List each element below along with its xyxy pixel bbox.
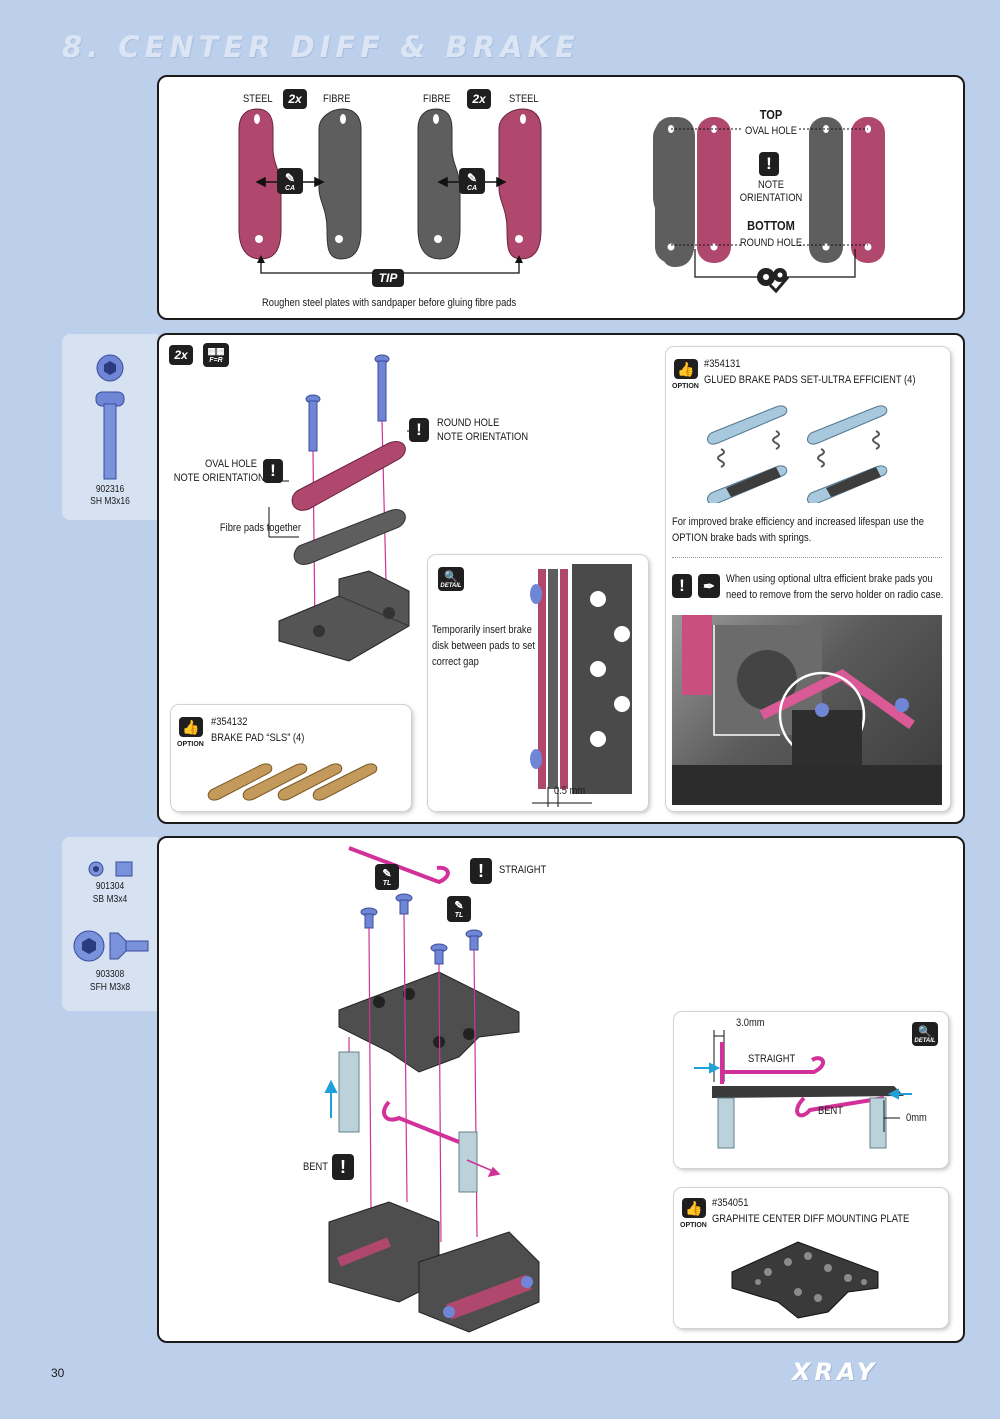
gap-detail-illustration bbox=[530, 564, 632, 807]
hobby-knife-icon: ✒ bbox=[698, 574, 720, 598]
warning-icon: ! bbox=[332, 1154, 354, 1180]
gap-dimension: 0.5 mm bbox=[554, 785, 586, 797]
detail-box-wire: 🔍DETAIL 3.0mm STRAIGHT BENT 0mm bbox=[674, 1012, 948, 1168]
qty-2x-icon: 2x bbox=[283, 89, 307, 109]
option-label: OPTION bbox=[177, 741, 204, 748]
step3-panel: ✎TL ✎TL ! STRAIGHT BENT ! 🔍DETAIL 3.0mm … bbox=[157, 836, 965, 1343]
qty-2x-icon: 2x bbox=[169, 345, 193, 365]
zero-gap-label: 0mm bbox=[906, 1112, 927, 1124]
option-label: OPTION bbox=[680, 1222, 707, 1229]
section-title: 8. CENTER DIFF & BRAKE bbox=[62, 30, 580, 64]
bent-label: BENT bbox=[818, 1105, 843, 1117]
option-code: #354051 bbox=[712, 1197, 749, 1209]
part-desc: SB M3x4 bbox=[92, 894, 128, 905]
fibre-together-label: Fibre pads together bbox=[219, 522, 301, 534]
tip-text: Roughen steel plates with sandpaper befo… bbox=[262, 297, 517, 309]
option-box-brake-pad-sls: 👍 OPTION #354132 BRAKE PAD “SLS” (4) bbox=[171, 705, 411, 811]
warning-icon: ! bbox=[672, 574, 692, 598]
top-label: TOP bbox=[759, 107, 783, 122]
warning-icon: ! bbox=[470, 858, 492, 884]
step2-parts-box: 902316 SH M3x16 bbox=[62, 334, 158, 520]
orientation-label: ORIENTATION bbox=[739, 192, 803, 204]
straight-label: STRAIGHT bbox=[748, 1053, 796, 1065]
option-name: GRAPHITE CENTER DIFF MOUNTING PLATE bbox=[712, 1213, 910, 1225]
part-code: 903308 bbox=[95, 969, 125, 980]
warning-icon: ! bbox=[409, 418, 429, 442]
label-steel-left: STEEL bbox=[243, 93, 273, 105]
detail-text: correct gap bbox=[432, 656, 479, 668]
label-fibre-left: FIBRE bbox=[323, 93, 351, 105]
part-desc: SFH M3x8 bbox=[89, 982, 131, 993]
note-label: NOTE bbox=[758, 179, 784, 191]
detail-box-gap: 🔍DETAIL Temporarily insert brake disk be… bbox=[428, 555, 648, 811]
magnifier-detail-icon: 🔍DETAIL bbox=[438, 567, 464, 591]
bent-label: BENT bbox=[303, 1161, 328, 1173]
glued-pads-illustration bbox=[707, 405, 888, 503]
thumbs-up-icon: 👍 bbox=[682, 1198, 706, 1218]
servo-holder-photo bbox=[672, 615, 942, 805]
step3-parts-box: 901304 SB M3x4 903308 SFH M3x8 bbox=[62, 837, 158, 1011]
brake-assembly-illustration bbox=[268, 354, 429, 662]
threadlock-icon: ✎TL bbox=[375, 864, 399, 890]
option-text: For improved brake efficiency and increa… bbox=[672, 516, 924, 528]
steel-pad-left bbox=[238, 108, 282, 260]
part-code: 901304 bbox=[95, 881, 125, 892]
note-orientation-label: NOTE ORIENTATION bbox=[173, 472, 265, 484]
label-steel-right: STEEL bbox=[509, 93, 539, 105]
option-text: OPTION brake bads with springs. bbox=[672, 532, 812, 544]
step2-panel: 2x ▦▦F=R ! ROUND HOLE NOTE ORIENTATION O… bbox=[157, 333, 965, 824]
brand-logo: XRAY bbox=[792, 1358, 879, 1386]
round-hole-label: ROUND HOLE bbox=[739, 237, 803, 249]
divider bbox=[672, 557, 942, 558]
note-orientation-label: NOTE ORIENTATION bbox=[437, 431, 529, 443]
option-code: #354131 bbox=[704, 358, 741, 370]
tip-badge: TIP bbox=[372, 269, 404, 287]
label-fibre-right: FIBRE bbox=[423, 93, 451, 105]
wire-detail-illustration bbox=[694, 1030, 912, 1149]
part-desc: SH M3x16 bbox=[90, 496, 130, 507]
option-name: BRAKE PAD “SLS” (4) bbox=[211, 732, 305, 744]
page-number: 30 bbox=[51, 1366, 65, 1380]
screw-sh-m3x16-icon bbox=[95, 354, 125, 480]
ca-glue-icon: ✎CA bbox=[277, 168, 303, 194]
oval-hole-label: OVAL HOLE bbox=[745, 125, 797, 137]
option-box-glued-pads: 👍 OPTION #354131 GLUED BRAKE PADS SET-UL… bbox=[666, 347, 950, 811]
part-code: 902316 bbox=[95, 484, 125, 495]
qty-2x-icon: 2x bbox=[467, 89, 491, 109]
dimension-label: 3.0mm bbox=[736, 1017, 765, 1029]
detail-text: disk between pads to set bbox=[432, 640, 535, 652]
warning-icon: ! bbox=[759, 152, 779, 176]
straight-label: STRAIGHT bbox=[499, 864, 547, 876]
graphite-plate-illustration bbox=[731, 1241, 879, 1319]
assembled-pads bbox=[653, 117, 885, 278]
detail-text: Temporarily insert brake bbox=[432, 624, 532, 636]
threadlock-icon: ✎TL bbox=[447, 896, 471, 922]
magnifier-detail-icon: 🔍DETAIL bbox=[912, 1022, 938, 1046]
screw-sfh-m3x8-icon bbox=[73, 930, 149, 962]
front-equals-rear-icon: ▦▦F=R bbox=[203, 343, 229, 367]
fibre-pad-right bbox=[417, 108, 461, 260]
step1-panel: STEEL 2x FIBRE FIBRE 2x STEEL ✎CA ✎CA TI… bbox=[157, 75, 965, 320]
thumbs-up-icon: 👍 bbox=[674, 359, 698, 379]
thumbs-up-icon: 👍 bbox=[179, 717, 203, 737]
fibre-pad-left bbox=[318, 108, 362, 260]
bottom-label: BOTTOM bbox=[747, 218, 795, 233]
steel-pad-right bbox=[498, 108, 542, 260]
option-label: OPTION bbox=[672, 383, 699, 390]
option-name: GLUED BRAKE PADS SET-ULTRA EFFICIENT (4) bbox=[704, 374, 916, 386]
round-hole-label: ROUND HOLE bbox=[437, 417, 500, 429]
oval-hole-label: OVAL HOLE bbox=[205, 458, 257, 470]
screw-sb-m3x4-icon bbox=[88, 861, 133, 877]
option-code: #354132 bbox=[211, 716, 248, 728]
step1-illustration bbox=[238, 108, 885, 294]
sls-pads-illustration bbox=[207, 763, 378, 801]
ca-glue-icon: ✎CA bbox=[459, 168, 485, 194]
warning-text: need to remove from the servo holder on … bbox=[726, 589, 944, 601]
check-gears-icon bbox=[757, 268, 790, 294]
option-box-graphite-plate: 👍 OPTION #354051 GRAPHITE CENTER DIFF MO… bbox=[674, 1188, 948, 1328]
warning-text: When using optional ultra efficient brak… bbox=[726, 573, 933, 585]
warning-icon: ! bbox=[263, 459, 283, 483]
diff-mount-illustration bbox=[324, 846, 540, 1333]
